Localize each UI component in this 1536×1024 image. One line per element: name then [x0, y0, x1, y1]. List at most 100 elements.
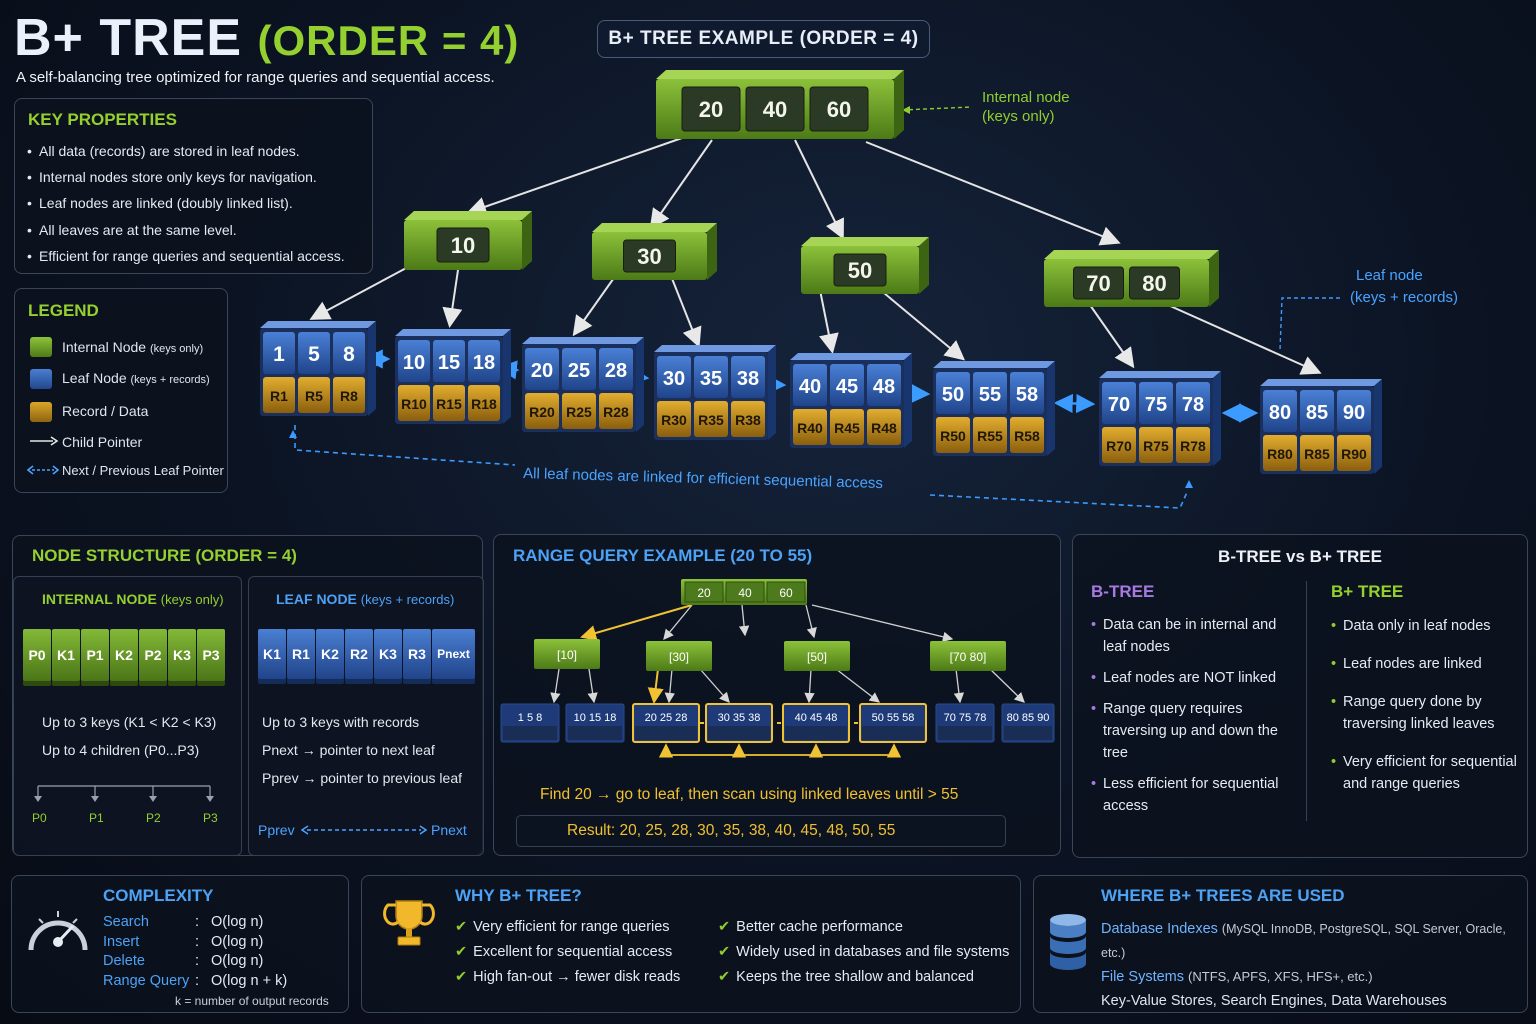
complexity-colon: : — [195, 914, 200, 930]
node-top — [260, 321, 376, 328]
why-col1: ✔Very efficient for range queries ✔Excel… — [455, 915, 680, 990]
node-side — [707, 223, 717, 280]
why-item: ✔Excellent for sequential access — [455, 940, 680, 965]
bplus-list: Data only in leaf nodes Leaf nodes are l… — [1331, 615, 1521, 795]
caption-arrow-right-icon — [1185, 480, 1193, 488]
node-side — [1374, 379, 1382, 474]
record-label: R18 — [471, 396, 497, 412]
record-cell — [333, 377, 365, 413]
leaf-cell: R2 — [345, 629, 373, 679]
legend-record-swatch — [30, 402, 52, 422]
rq-key-cell — [684, 581, 724, 603]
where-heading: WHERE B+ TREES ARE USED — [1101, 886, 1345, 905]
record-label: R5 — [305, 388, 323, 404]
leaf-structure-title-text: LEAF NODE — [276, 591, 357, 607]
leaf-cell: K2 — [316, 629, 344, 679]
leaf-key-cell — [1300, 390, 1334, 432]
speedometer-icon — [28, 911, 88, 951]
key-label: 40 — [763, 97, 787, 122]
bplus-item: Data only in leaf nodes — [1331, 615, 1521, 637]
rq-leaf-records — [785, 726, 847, 740]
key-property-item: Leaf nodes are linked (doubly linked lis… — [27, 190, 345, 216]
rq-leaf-records — [938, 726, 992, 740]
rq-child-pointer — [699, 668, 730, 703]
node-top — [801, 237, 929, 246]
record-label: R78 — [1180, 438, 1206, 454]
rq-leaf-label: 50 55 58 — [872, 712, 915, 724]
complexity-colon: : — [195, 933, 200, 950]
rq-internal-label: [50] — [807, 650, 827, 664]
node-top — [1044, 250, 1219, 259]
key-property-item: All leaves are at the same level. — [27, 217, 345, 243]
record-label: R58 — [1014, 428, 1040, 444]
btree-item: Data can be in internal and leaf nodes — [1091, 614, 1291, 658]
complexity-op: Insert — [103, 933, 140, 950]
record-label: R15 — [436, 396, 462, 412]
leaf-structure-note: (keys + records) — [360, 592, 455, 607]
complexity-value: O(log n) — [211, 953, 264, 969]
internal-node: 30 — [592, 223, 717, 280]
rq-leaf-records — [568, 726, 622, 740]
record-cell — [1139, 427, 1173, 463]
internal-node-label: Internal node — [982, 89, 1070, 106]
record-cell — [468, 385, 500, 421]
leaf-key-cell — [657, 356, 691, 398]
leaf-key-cell — [793, 364, 827, 406]
leaf-key-label: 1 — [273, 343, 285, 366]
leaf-key-cell — [468, 340, 500, 382]
where-panel: WHERE B+ TREES ARE USED Database Indexes… — [1033, 875, 1528, 1013]
rq-child-pointer — [587, 668, 598, 704]
record-label: R1 — [270, 388, 288, 404]
rq-leaf-label: 30 35 38 — [718, 712, 761, 724]
internal-cell: P0 — [23, 629, 51, 681]
rq-child-pointer — [738, 604, 750, 637]
key-cell — [745, 86, 805, 132]
rq-child-pointer — [811, 604, 954, 642]
child-pointer-arrow-icon — [30, 436, 59, 446]
leaf-key-label: 85 — [1306, 402, 1328, 424]
caption-link-left — [294, 425, 516, 466]
legend-leaf: Leaf Node (keys + records) — [62, 370, 210, 386]
leaf-key-cell — [433, 340, 465, 382]
complexity-panel: COMPLEXITY Search:O(log n)Insert:O(log n… — [11, 875, 349, 1013]
node-top — [592, 223, 717, 232]
child-pointer — [309, 265, 411, 320]
internal-cell: K3 — [168, 629, 196, 681]
leaf-key-cell — [1176, 382, 1210, 424]
why-item-text: Very efficient for range queries — [473, 919, 670, 935]
leaf-line: Up to 3 keys with records — [262, 714, 420, 730]
node-top — [1260, 379, 1382, 386]
record-cell — [867, 409, 901, 445]
complexity-value: O(log n) — [211, 933, 264, 950]
leaf-cell: Pnext — [432, 629, 475, 679]
node-top — [404, 211, 532, 220]
internal-structure-title-text: INTERNAL NODE — [42, 591, 157, 607]
record-cell — [731, 401, 765, 437]
title-order: (ORDER = 4) — [257, 17, 520, 64]
bplus-item: Leaf nodes are linked — [1331, 653, 1521, 675]
key-properties-list: All data (records) are stored in leaf no… — [27, 138, 345, 269]
trophy-icon — [383, 900, 435, 946]
node-side — [522, 211, 532, 270]
record-label: R80 — [1267, 446, 1293, 462]
key-cell — [809, 86, 869, 132]
record-label: R45 — [834, 420, 860, 436]
where-item-main: File Systems — [1101, 969, 1184, 985]
record-cell — [1337, 435, 1371, 471]
record-label: R85 — [1304, 446, 1330, 462]
leaf-cell: R3 — [403, 629, 431, 679]
leaf-key-cell — [525, 348, 559, 390]
complexity-colon: : — [195, 972, 200, 989]
leaf-structure-title: LEAF NODE (keys + records) — [276, 591, 454, 607]
rq-leaf-label: 20 25 28 — [645, 712, 688, 724]
node-side — [919, 237, 929, 294]
record-cell — [1176, 427, 1210, 463]
leaf-key-label: 50 — [942, 384, 964, 406]
bplus-tree-diagram: All leaf nodes are linked for efficient … — [260, 70, 1458, 509]
internal-line: Up to 4 children (P0...P3) — [42, 742, 200, 758]
rq-internal-label: [70 80] — [950, 650, 987, 664]
